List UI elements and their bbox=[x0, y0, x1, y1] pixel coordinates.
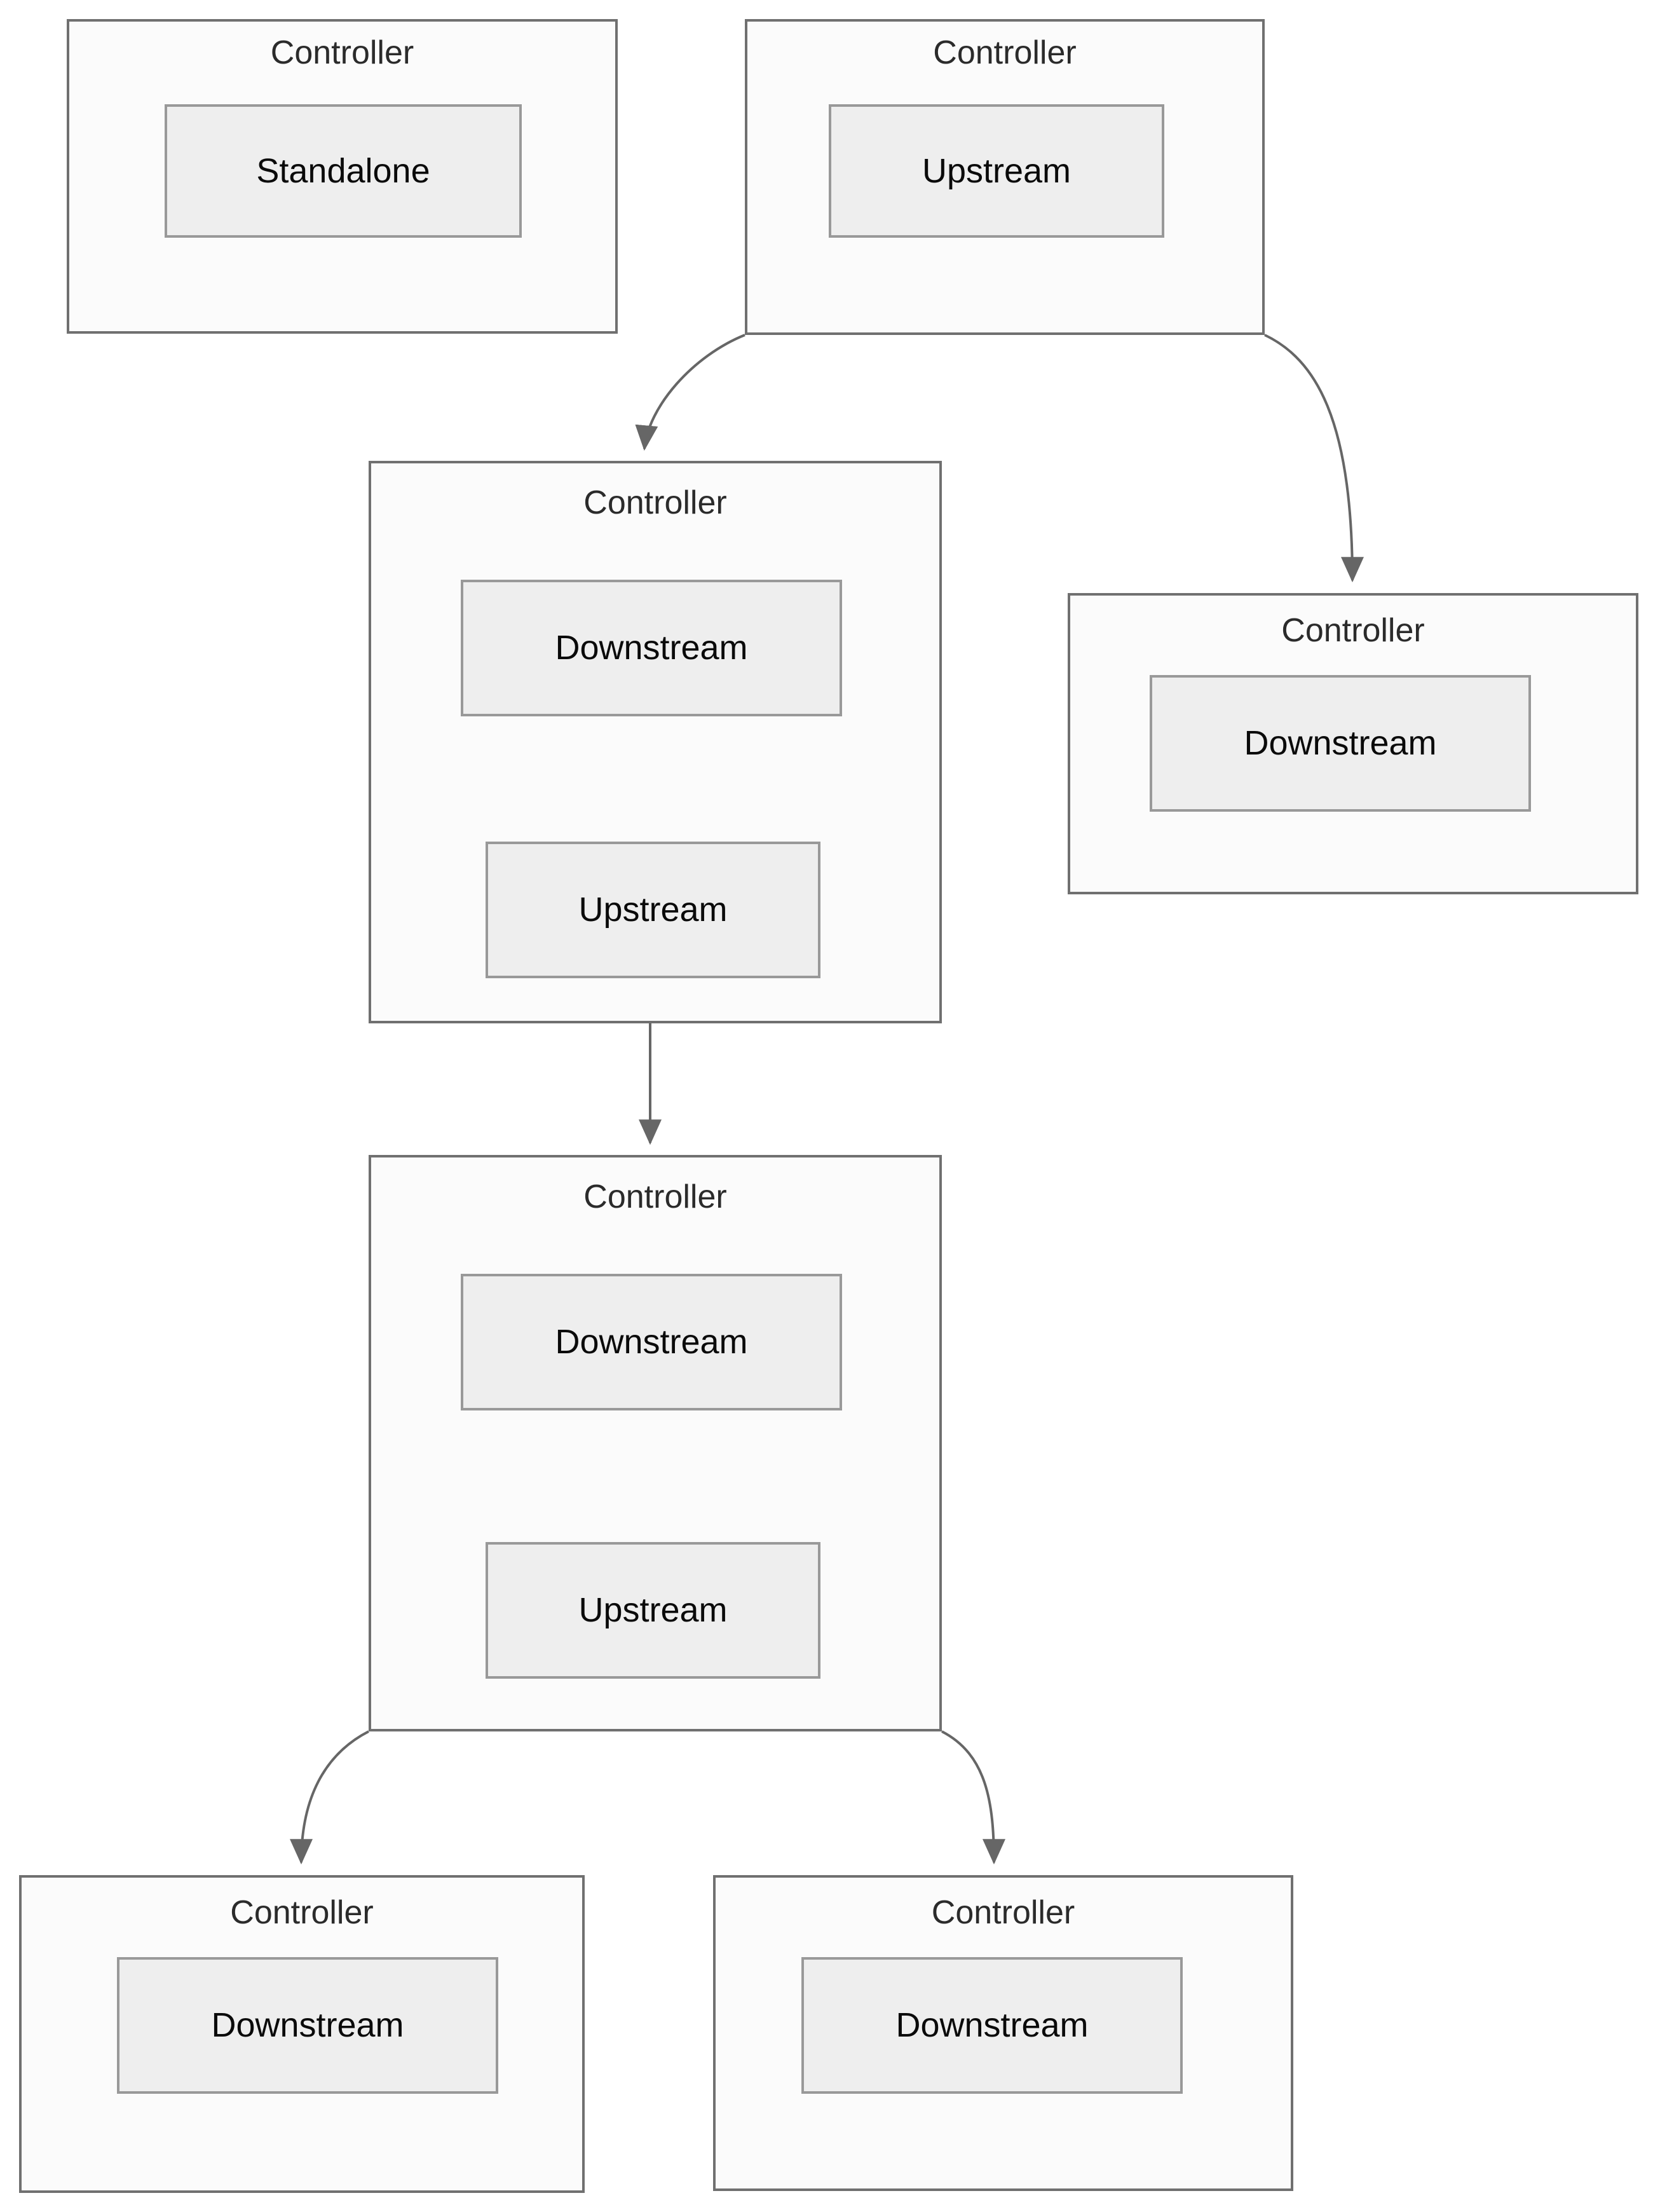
node-label: Downstream bbox=[1244, 724, 1437, 763]
controller-title: Controller bbox=[270, 34, 414, 71]
controller-title: Controller bbox=[1281, 612, 1425, 649]
controller-title: Controller bbox=[583, 1178, 727, 1215]
node-standalone[interactable]: Standalone bbox=[165, 104, 522, 238]
edge-lower-mid-to-bottom-left bbox=[290, 1730, 369, 1865]
node-label: Downstream bbox=[895, 2006, 1089, 2045]
node-label: Upstream bbox=[922, 151, 1072, 190]
node-label: Downstream bbox=[555, 1323, 748, 1362]
edge-lower-mid-to-bottom-right bbox=[941, 1730, 1005, 1865]
node-bottom-left-downstream[interactable]: Downstream bbox=[117, 1957, 498, 2094]
controller-title: Controller bbox=[230, 1894, 374, 1931]
node-label: Downstream bbox=[211, 2006, 404, 2045]
node-lower-mid-downstream[interactable]: Downstream bbox=[461, 1274, 842, 1410]
node-label: Standalone bbox=[256, 151, 430, 190]
node-mid-left-downstream[interactable]: Downstream bbox=[461, 580, 842, 716]
node-mid-left-upstream[interactable]: Upstream bbox=[486, 842, 820, 978]
node-label: Upstream bbox=[578, 1591, 728, 1630]
controller-title: Controller bbox=[931, 1894, 1075, 1931]
node-root-upstream[interactable]: Upstream bbox=[829, 104, 1164, 238]
node-right-downstream[interactable]: Downstream bbox=[1150, 675, 1531, 812]
node-bottom-right-downstream[interactable]: Downstream bbox=[801, 1957, 1183, 2094]
edge-root-to-mid-left bbox=[635, 334, 745, 451]
edge-root-to-right-downstream bbox=[1264, 334, 1364, 583]
node-label: Upstream bbox=[578, 891, 728, 929]
node-lower-mid-upstream[interactable]: Upstream bbox=[486, 1542, 820, 1679]
node-label: Downstream bbox=[555, 629, 748, 667]
controller-title: Controller bbox=[583, 484, 727, 521]
controller-title: Controller bbox=[933, 34, 1077, 71]
